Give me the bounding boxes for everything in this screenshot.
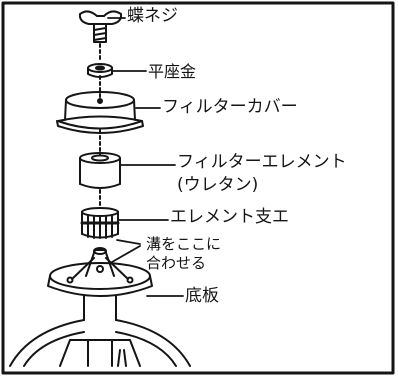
filter-element-part: [79, 152, 121, 189]
border: [1, 1, 395, 375]
element-brace-part: [80, 207, 120, 239]
label-filter-element: フィルターエレメント: [177, 152, 347, 172]
label-align-note-line1: 溝をここに: [146, 235, 222, 253]
wing-screw-part: [78, 10, 123, 43]
leader-lines: [107, 17, 184, 297]
label-element-brace: エレメント支エ: [170, 207, 289, 227]
label-base-plate: 底板: [185, 286, 219, 306]
label-flat-washer: 平座金: [148, 62, 197, 81]
leader-align-note-b: [111, 245, 141, 263]
base-plate-part: [47, 247, 153, 297]
label-wing-screw: 蝶ネジ: [127, 6, 178, 26]
label-filter-cover: フィルターカバー: [162, 97, 298, 117]
filter-cover-part: [56, 91, 144, 134]
flat-washer-part: [87, 63, 113, 78]
leader-align-note-a: [116, 239, 141, 245]
housing-part: [9, 295, 191, 367]
label-align-note-line2: 合わせる: [146, 254, 207, 272]
label-filter-element-sub: (ウレタン): [177, 175, 259, 195]
